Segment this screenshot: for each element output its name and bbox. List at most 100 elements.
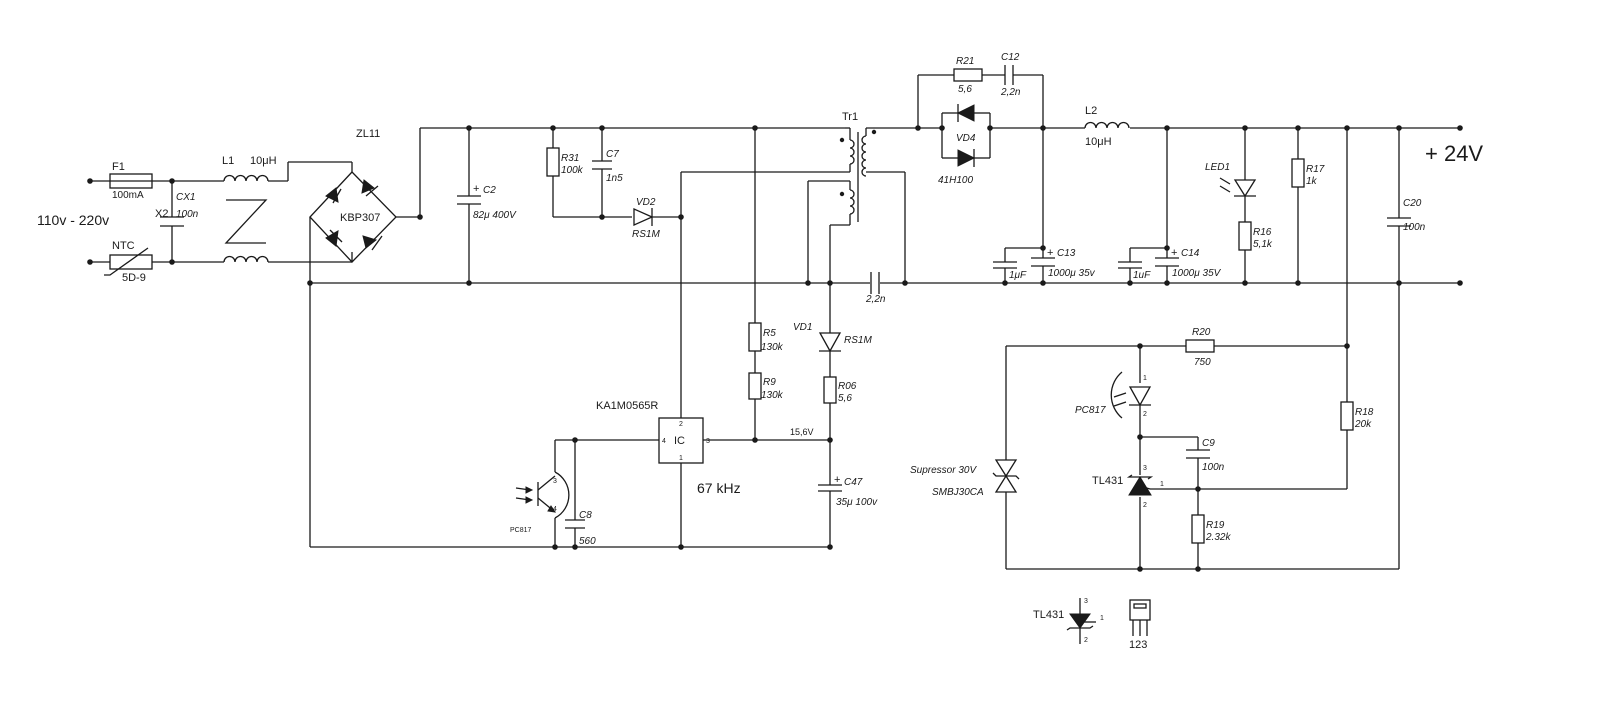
capacitor-y: 2,2n (865, 272, 886, 305)
svg-text:+: + (473, 183, 479, 195)
r5-value: 130k (761, 342, 784, 353)
pinout-ref: TL431 (1033, 609, 1064, 621)
optocoupler-pc817-tx: 1 2 PC817 (1075, 371, 1152, 419)
r06-value: 5,6 (838, 393, 852, 404)
r20-value: 750 (1194, 357, 1211, 368)
c2-ref: C2 (483, 185, 496, 196)
l1-value: 10μH (250, 155, 277, 167)
r06-ref: R06 (838, 381, 857, 392)
c8-ref: C8 (579, 510, 592, 521)
ic-pin-2: 2 (679, 421, 683, 428)
capacitor-c20: C20 100n (1387, 198, 1426, 233)
svg-text:+: + (1047, 247, 1053, 259)
vd4-value: 41H100 (938, 175, 973, 186)
transformer-tr1: Tr1 (839, 111, 877, 222)
led1-ref: LED1 (1205, 162, 1230, 173)
r21-value: 5,6 (958, 84, 972, 95)
resistor-r9: R9 130k (748, 372, 784, 401)
pinout-pin-3: 3 (1084, 598, 1088, 605)
c20-ref: C20 (1403, 198, 1422, 209)
c14-value: 1000μ 35V (1172, 268, 1222, 279)
optocoupler-pc817-rx: 3 4 PC817 (510, 471, 570, 534)
cy-value: 2,2n (865, 294, 886, 305)
pc817-tx-pin-1: 1 (1143, 375, 1147, 382)
ic-value: KA1M0565R (596, 400, 658, 412)
svg-text:+: + (834, 474, 840, 486)
resistor-r18: R18 20k (1340, 401, 1374, 431)
r16-ref: R16 (1253, 227, 1272, 238)
c13-ref: C13 (1057, 248, 1076, 259)
resistor-r19: R19 2.32k (1191, 514, 1231, 544)
r17-ref: R17 (1306, 164, 1325, 175)
tl431-pin-2: 2 (1143, 502, 1147, 509)
ntc-value: 5D-9 (122, 272, 146, 284)
tvs-value: SMBJ30CA (932, 487, 984, 498)
c12-value: 2,2n (1000, 87, 1021, 98)
c13-value: 1000μ 35v (1048, 268, 1096, 279)
pc817-rx-ref: PC817 (510, 527, 532, 534)
r21-ref: R21 (956, 56, 974, 67)
c13-bypass-value: 1μF (1009, 270, 1027, 281)
capacitor-c9: C9 100n (1186, 438, 1225, 473)
r5-ref: R5 (763, 328, 776, 339)
frequency-label: 67 kHz (697, 480, 741, 496)
capacitor-c12: C12 2,2n (1000, 52, 1021, 98)
r9-value: 130k (761, 390, 784, 401)
diode-vd2: VD2 RS1M (632, 197, 660, 240)
ic-pin-1: 1 (679, 455, 683, 462)
r18-value: 20k (1354, 419, 1372, 430)
choke-l1: L1 10μH (222, 155, 277, 263)
resistor-r31: R31 100k (546, 147, 584, 177)
pc817-rx-pin-3: 3 (553, 478, 557, 485)
vd2-ref: VD2 (636, 197, 656, 208)
resistor-r5: R5 130k (748, 322, 784, 353)
c8-value: 560 (579, 536, 596, 547)
f1-ref: F1 (112, 161, 125, 173)
capacitor-c14: + C14 1000μ 35V 1uF (1118, 247, 1222, 281)
r31-ref: R31 (561, 153, 579, 164)
cx1-x2-label: X2 (155, 208, 168, 220)
l1-ref: L1 (222, 155, 234, 167)
led-led1: LED1 (1205, 162, 1257, 198)
tl431-ref: TL431 (1092, 475, 1123, 487)
c9-ref: C9 (1202, 438, 1215, 449)
vd1-ref: VD1 (793, 322, 812, 333)
tl431-pin-1: 1 (1160, 481, 1164, 488)
tl431-pinout-legend: TL431 3 1 2 (1033, 598, 1104, 644)
c47-value: 35μ 100v (836, 497, 878, 508)
capacitor-c7: C7 1n5 (592, 149, 623, 184)
r18-ref: R18 (1355, 407, 1374, 418)
c12-ref: C12 (1001, 52, 1020, 63)
pc817-tx-ref: PC817 (1075, 405, 1106, 416)
pc817-tx-pin-2: 2 (1143, 411, 1147, 418)
resistor-r16: R16 5,1k (1238, 221, 1273, 251)
ic-pin-3: 3 (706, 438, 710, 445)
ic-pin-4: 4 (662, 438, 666, 445)
c9-value: 100n (1202, 462, 1225, 473)
c7-ref: C7 (606, 149, 619, 160)
cx1-value: 100n (176, 209, 199, 220)
c47-ref: C47 (844, 477, 863, 488)
to92-package-icon: 123 (1129, 599, 1151, 651)
c7-value: 1n5 (606, 173, 623, 184)
output-voltage-label: + 24V (1425, 141, 1483, 166)
vd2-value: RS1M (632, 229, 660, 240)
resistor-r06: R06 5,6 (823, 376, 857, 404)
svg-text:+: + (1171, 247, 1177, 259)
r19-ref: R19 (1206, 520, 1225, 531)
tl431-pin-3: 3 (1143, 465, 1147, 472)
fuse-f1: F1 100mA (109, 161, 153, 201)
l2-ref: L2 (1085, 105, 1097, 117)
r16-value: 5,1k (1253, 239, 1273, 250)
pinout-pin-2: 2 (1084, 637, 1088, 644)
input-voltage-label: 110v - 220v (37, 212, 109, 228)
resistor-r17: R17 1k (1291, 158, 1325, 188)
capacitor-c8: C8 560 (565, 510, 596, 547)
ic-ref: IC (674, 435, 685, 447)
vd4-ref: VD4 (956, 133, 976, 144)
c14-bypass-value: 1uF (1133, 270, 1151, 281)
c20-value: 100n (1403, 222, 1426, 233)
inductor-l2: L2 10μH (1084, 105, 1130, 148)
zl11-ref: ZL11 (356, 128, 380, 140)
node-voltage-label: 15,6V (790, 427, 814, 437)
